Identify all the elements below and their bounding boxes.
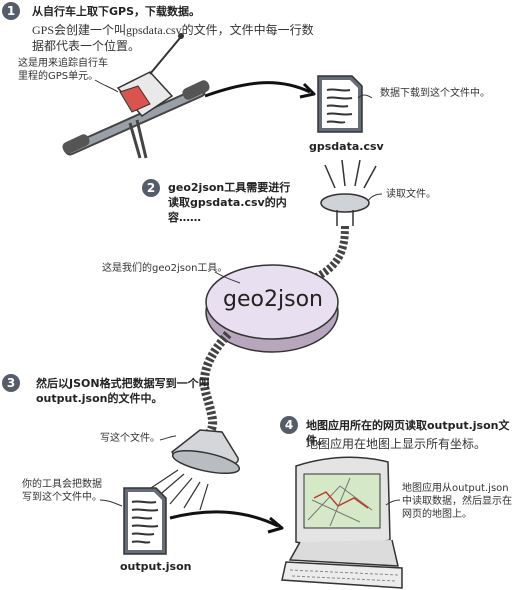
bike-handlebar-illustration — [62, 80, 210, 159]
output-file-label: output.json — [120, 560, 192, 573]
input-file-label: gpsdata.csv — [309, 140, 384, 153]
geo2json-tool-illustration — [205, 264, 339, 353]
step-1-badge: 1 — [2, 2, 20, 20]
tool-note: 这是我们的geo2json工具。 — [102, 263, 228, 274]
step-2-title: geo2json工具需要进行读取gpsdata.csv的内容…… — [168, 181, 291, 224]
gps-unit-icon — [116, 33, 184, 117]
tool-writes-note: 你的工具会把数据写到这个文件中。 — [22, 479, 102, 503]
write-file-note: 写这个文件。 — [100, 433, 160, 444]
step-1-description: GPS会创建一个叫gpsdata.csv的文件，文件中每一行数据都代表一个位置。 — [32, 23, 314, 53]
step-3-title: 然后以JSON格式把数据写到一个叫output.json的文件中。 — [36, 377, 210, 405]
gps-unit-note: 这是用来追踪自行车里程的GPS单元。 — [18, 58, 108, 82]
downloaded-note: 数据下载到这个文件中。 — [380, 88, 490, 99]
read-nozzle-icon — [313, 193, 370, 282]
step-3-badge: 3 — [2, 374, 20, 392]
map-app-note: 地图应用从output.json中读取数据，然后显示在网页的地图上。 — [402, 483, 512, 520]
tool-name-label: geo2json — [223, 287, 323, 312]
step-2-badge: 2 — [142, 179, 160, 197]
csv-file-icon — [317, 75, 363, 133]
step-4-title: 地图应用所在的网页读取output.json文件。 — [306, 419, 510, 447]
step-4-description: 地图应用在地图上显示所有坐标。 — [306, 437, 487, 451]
read-file-note: 读取文件。 — [386, 189, 436, 200]
step-4-badge: 4 — [280, 416, 298, 434]
computer-map-icon — [281, 456, 403, 589]
step-1-title: 从自行车上取下GPS，下载数据。 — [32, 5, 201, 18]
json-file-icon — [123, 487, 167, 555]
write-nozzle-icon — [171, 429, 241, 475]
